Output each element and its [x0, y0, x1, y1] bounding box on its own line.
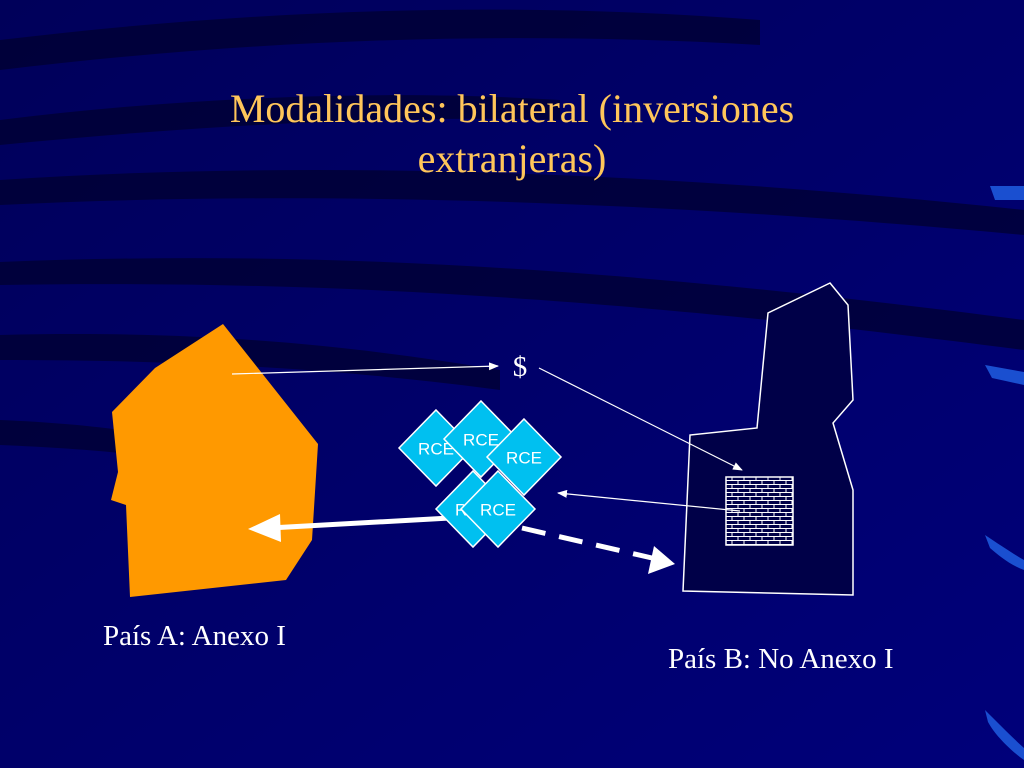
slide-title-line-1: Modalidades: bilateral (inversiones: [229, 86, 795, 131]
country-b-shape: [682, 282, 854, 596]
rce-label: RCE: [463, 430, 499, 449]
money-flow-arrow: [231, 362, 499, 375]
currency-symbol: $: [513, 351, 528, 383]
investment-flow-arrow: [538, 367, 743, 471]
country-a-shape: [111, 324, 318, 597]
slide-title: Modalidades: bilateral (inversiones extr…: [112, 84, 912, 184]
country-b-label: País B: No Anexo I: [668, 643, 894, 675]
rce-credit-5: RCE: [459, 469, 537, 549]
country-a-label: País A: Anexo I: [103, 620, 286, 652]
credits-transfer-arrowhead: [248, 514, 281, 542]
rce-label: RCE: [418, 439, 454, 458]
rce-label: RCE: [506, 448, 542, 467]
slide-title-line-2: extranjeras): [417, 136, 607, 181]
rce-credit-4: RCE: [485, 417, 563, 497]
rce-label: RCE: [480, 500, 516, 519]
credits-generation-arrow: [557, 489, 741, 512]
credits-transfer-arrow: [269, 515, 451, 531]
dashed-transfer-arrow: [521, 525, 653, 561]
dashed-transfer-arrowhead: [648, 546, 675, 574]
